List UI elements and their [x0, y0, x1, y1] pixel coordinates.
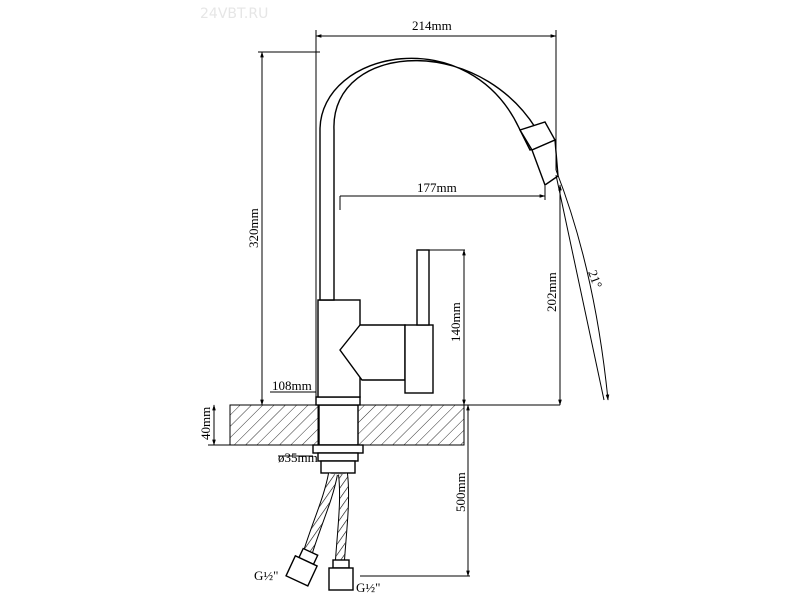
dim-177: 177mm — [417, 180, 457, 195]
faucet-body — [315, 57, 559, 406]
dim-500: 500mm — [453, 472, 468, 512]
dim-202: 202mm — [544, 272, 559, 312]
dim-35: ø35mm — [278, 450, 318, 465]
dimension-labels: 214mm 177mm 320mm 202mm 140mm 108mm 40mm… — [198, 18, 606, 595]
flex-hoses — [285, 473, 354, 591]
dim-320: 320mm — [246, 208, 261, 248]
dimension-lines — [208, 30, 610, 577]
dim-108: 108mm — [272, 378, 312, 393]
thread-right-label: G½" — [356, 580, 380, 595]
dim-40: 40mm — [198, 407, 213, 440]
mounting-shank — [312, 404, 364, 474]
dim-214: 214mm — [412, 18, 452, 33]
watermark-text: 24VBT.RU — [200, 6, 268, 22]
dim-140: 140mm — [448, 302, 463, 342]
dim-angle: 21° — [585, 268, 605, 290]
countertop — [229, 404, 560, 446]
thread-left-label: G½" — [254, 568, 278, 583]
